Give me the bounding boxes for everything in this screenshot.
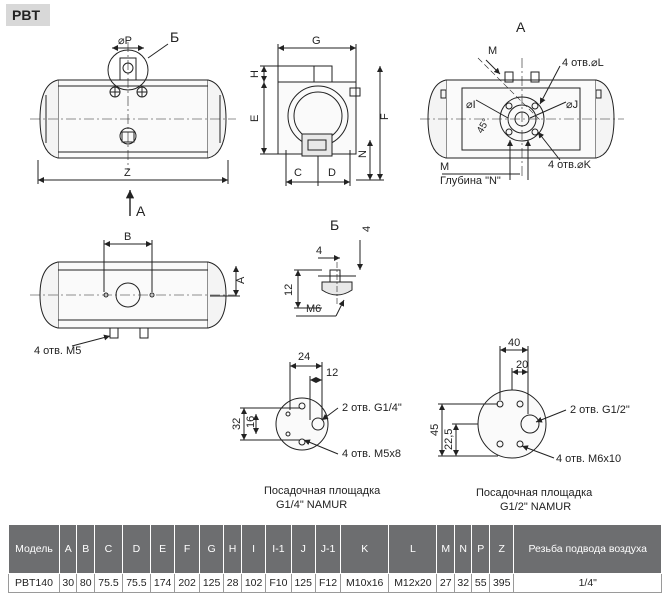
table-cell: 80 xyxy=(76,573,95,593)
detail-b xyxy=(294,240,363,317)
table-cell: M10x16 xyxy=(340,573,390,593)
table-header-cell: C xyxy=(93,524,123,574)
table-header-cell: G xyxy=(198,524,225,574)
actuator-view-a xyxy=(420,57,624,180)
dim-g-label: G xyxy=(312,35,321,47)
table-header-cell: I-1 xyxy=(265,524,292,574)
namur12-caption-line2: G1/2" NAMUR xyxy=(500,501,571,513)
table-header-cell: Z xyxy=(488,524,515,574)
depth-n-label: Глубина "N" xyxy=(440,175,501,187)
table-cell: 1/4" xyxy=(513,573,662,593)
view-a-title: A xyxy=(516,19,526,35)
table-cell: 125 xyxy=(290,573,316,593)
namur-half-flange xyxy=(438,346,567,459)
table-cell: PBT140 xyxy=(8,573,60,593)
namur-quarter-flange xyxy=(240,362,339,455)
holes-k-label: 4 отв.⌀K xyxy=(548,159,592,171)
model-tag: PBT xyxy=(6,4,50,26)
table-header-cell: L xyxy=(388,524,438,574)
dim-e-label: E xyxy=(249,115,261,122)
table-cell: 75.5 xyxy=(121,573,151,593)
namur14-ports-label: 2 отв. G1/4" xyxy=(342,402,402,414)
detail-dim-4-vertical: 4 xyxy=(361,226,373,232)
table-header-cell: A xyxy=(58,524,78,574)
dim-phi-i-label: ⌀I xyxy=(466,99,476,111)
namur12-ports-label: 2 отв. G1/2" xyxy=(570,404,630,416)
table-header-cell: Резьба подвода воздуха xyxy=(513,524,662,574)
table-cell: 395 xyxy=(488,573,515,593)
table-header-cell: Модель xyxy=(8,524,60,574)
dim-phi-j-label: ⌀J xyxy=(566,99,578,111)
namur14-dim-12: 12 xyxy=(326,367,338,379)
table-cell: 27 xyxy=(436,573,455,593)
table-header-cell: B xyxy=(76,524,95,574)
table-cell: 32 xyxy=(453,573,473,593)
detail-b-title: Б xyxy=(330,217,339,233)
namur14-dim-24: 24 xyxy=(298,351,310,363)
section-mark-a: А xyxy=(136,203,146,219)
technical-drawing: ⌀P Б Z А G H E F N C D A M 4 отв.⌀L ⌀I ⌀… xyxy=(30,19,630,513)
table-cell: 174 xyxy=(149,573,176,593)
namur12-dim-22-5: 22,5 xyxy=(443,429,455,450)
detail-m6-label: M6 xyxy=(306,303,321,315)
holes-m5-label: 4 отв. M5 xyxy=(34,345,81,357)
dim-a-label: A xyxy=(235,276,247,284)
namur14-caption-line2: G1/4" NAMUR xyxy=(276,499,347,511)
detail-dim-12: 12 xyxy=(283,284,295,296)
detail-dim-4-horizontal: 4 xyxy=(316,245,322,257)
namur12-holes-label: 4 отв. M6x10 xyxy=(556,453,621,465)
namur12-caption-line1: Посадочная площадка xyxy=(476,487,593,499)
table-cell: 102 xyxy=(240,573,267,593)
dim-f-label: F xyxy=(379,113,391,120)
table-cell: 28 xyxy=(223,573,242,593)
table-cell: 30 xyxy=(58,573,78,593)
dim-m-bottom-label: M xyxy=(440,161,449,173)
dim-m-top-label: M xyxy=(488,45,497,57)
table-header-cell: N xyxy=(453,524,473,574)
dim-h-label: H xyxy=(249,70,261,78)
dim-b-label: B xyxy=(124,231,131,243)
actuator-top-view xyxy=(30,42,236,216)
table-cell: 202 xyxy=(174,573,200,593)
dim-p-label: ⌀P xyxy=(118,35,132,47)
namur12-dim-20: 20 xyxy=(516,359,528,371)
table-header-cell: F xyxy=(174,524,200,574)
namur12-dim-40: 40 xyxy=(508,337,520,349)
table-cell: F10 xyxy=(265,573,292,593)
table-header-cell: I xyxy=(240,524,267,574)
namur14-dim-32: 32 xyxy=(231,418,243,430)
table-header-cell: D xyxy=(121,524,151,574)
table-header-cell: J xyxy=(290,524,316,574)
namur14-caption-line1: Посадочная площадка xyxy=(264,485,381,497)
dim-z-label: Z xyxy=(124,167,131,179)
dim-c-label: C xyxy=(294,167,302,179)
table-header-cell: H xyxy=(223,524,242,574)
section-mark-b: Б xyxy=(170,29,179,45)
table-header-cell: K xyxy=(340,524,390,574)
dim-d-label: D xyxy=(328,167,336,179)
table-cell: 55 xyxy=(471,573,490,593)
table-header-cell: J-1 xyxy=(314,524,342,574)
holes-l-label: 4 отв.⌀L xyxy=(562,57,604,69)
namur14-dim-16: 16 xyxy=(245,416,257,428)
actuator-end-view xyxy=(260,44,384,186)
table-header-cell: P xyxy=(471,524,490,574)
table-cell: F12 xyxy=(314,573,342,593)
dim-n-label: N xyxy=(357,150,369,158)
table-header-cell: M xyxy=(436,524,455,574)
table-cell: 125 xyxy=(198,573,225,593)
table-cell: 75.5 xyxy=(93,573,123,593)
table-cell: M12x20 xyxy=(388,573,438,593)
namur14-holes-label: 4 отв. M5x8 xyxy=(342,448,401,460)
namur12-dim-45: 45 xyxy=(429,424,441,436)
actuator-bottom-view xyxy=(30,240,240,347)
table-header-cell: E xyxy=(149,524,176,574)
